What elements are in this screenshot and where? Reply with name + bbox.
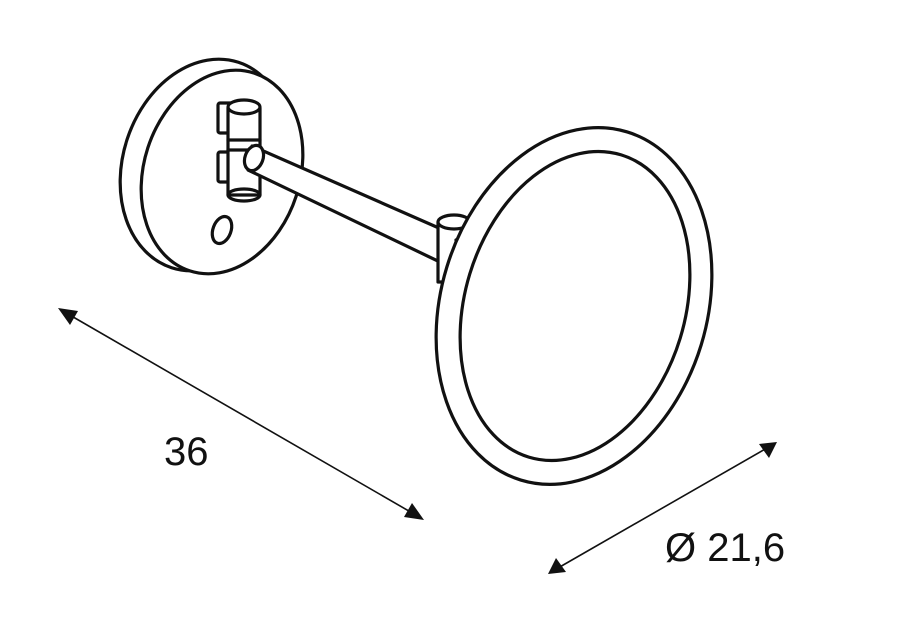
arrow-head-end bbox=[404, 503, 424, 520]
length-dimension: 36 bbox=[58, 308, 424, 520]
length-label: 36 bbox=[164, 430, 209, 474]
mirror bbox=[434, 126, 714, 486]
switch-hole bbox=[210, 214, 234, 246]
arrow-head-end bbox=[759, 442, 777, 458]
arrow-head-start bbox=[548, 558, 566, 574]
diameter-label: Ø 21,6 bbox=[665, 526, 785, 570]
diameter-dimension: Ø 21,6 bbox=[548, 442, 785, 574]
arrow-head-start bbox=[58, 308, 78, 325]
